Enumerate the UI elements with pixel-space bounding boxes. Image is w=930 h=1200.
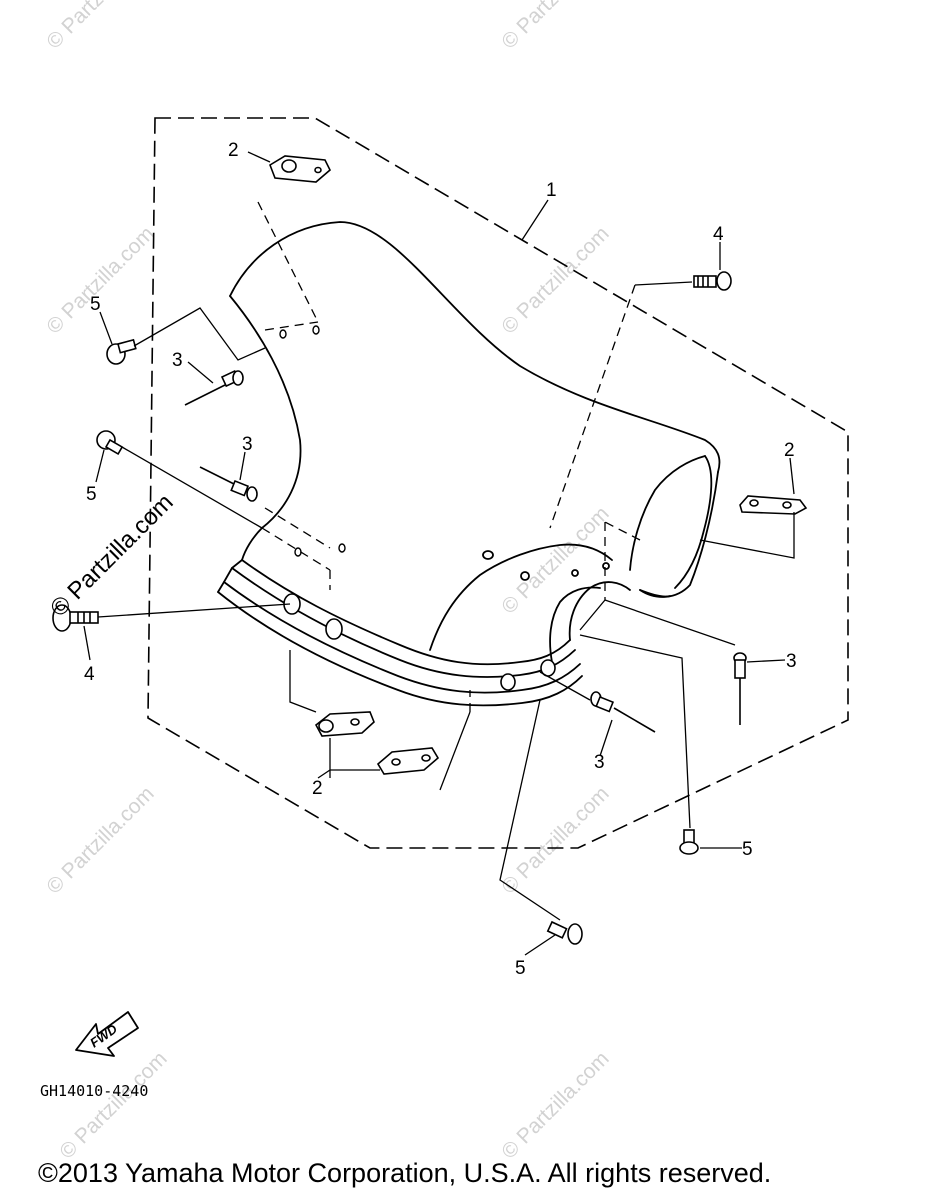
callout-1: 1 [546, 180, 557, 201]
rivet-part-3-right [733, 652, 747, 725]
screw-part-5-bottom [546, 920, 583, 945]
callout-2: 2 [784, 440, 795, 461]
bolt-part-4-top [693, 271, 732, 291]
callout-labels: 2 1 4 5 3 3 5 2 4 3 3 2 5 5 [84, 140, 797, 979]
fwd-arrow-icon: FWD [75, 1011, 139, 1057]
screw-part-5-left-top [106, 338, 137, 365]
plate-part-2-right [739, 495, 808, 515]
callout-3: 3 [786, 651, 797, 672]
leader-lines [83, 151, 795, 956]
watermark: © Partzilla.com [42, 222, 158, 338]
callout-5: 5 [90, 294, 101, 315]
watermark: © Partzilla.com [497, 782, 613, 898]
screw-part-5-right [679, 829, 699, 855]
callout-3: 3 [172, 350, 183, 371]
rivet-part-3-left-top [184, 370, 244, 406]
plate-part-2-top [269, 155, 331, 183]
bolt-part-4-left [52, 604, 99, 632]
plate-part-2-bottom [376, 747, 440, 775]
watermark: © Partzilla.com [42, 782, 158, 898]
watermark: © Partzilla.com [42, 0, 158, 54]
plate-part-2-bottom-left [314, 711, 375, 737]
cowling-cover [217, 221, 721, 707]
callout-5: 5 [515, 958, 526, 979]
watermark: © Partzilla.com [497, 0, 613, 54]
watermark-prominent: © Partzilla.com [45, 489, 178, 622]
rivet-part-3-left-mid [199, 466, 258, 502]
callout-3: 3 [594, 752, 605, 773]
rivet-part-3-bottom [590, 691, 656, 733]
watermark: © Partzilla.com [497, 502, 613, 618]
assembly-boundary [147, 117, 849, 849]
callout-4: 4 [713, 224, 724, 245]
callout-5: 5 [742, 839, 753, 860]
assembly-guides [257, 201, 641, 712]
watermark-layer: © Partzilla.com © Partzilla.com © Partzi… [42, 0, 613, 1164]
diagram-code: GH14010-4240 [40, 1082, 148, 1100]
mount-holes [279, 325, 346, 557]
grommets [283, 593, 556, 691]
callout-3: 3 [242, 434, 253, 455]
watermark: © Partzilla.com [55, 1047, 171, 1163]
watermark: © Partzilla.com [497, 1047, 613, 1163]
copyright-notice: ©2013 Yamaha Motor Corporation, U.S.A. A… [38, 1158, 772, 1188]
callout-4: 4 [84, 664, 95, 685]
watermark: © Partzilla.com [497, 222, 613, 338]
callout-2: 2 [228, 140, 239, 161]
screw-part-5-left-mid [96, 430, 124, 456]
callout-5: 5 [86, 484, 97, 505]
callout-2: 2 [312, 778, 323, 799]
